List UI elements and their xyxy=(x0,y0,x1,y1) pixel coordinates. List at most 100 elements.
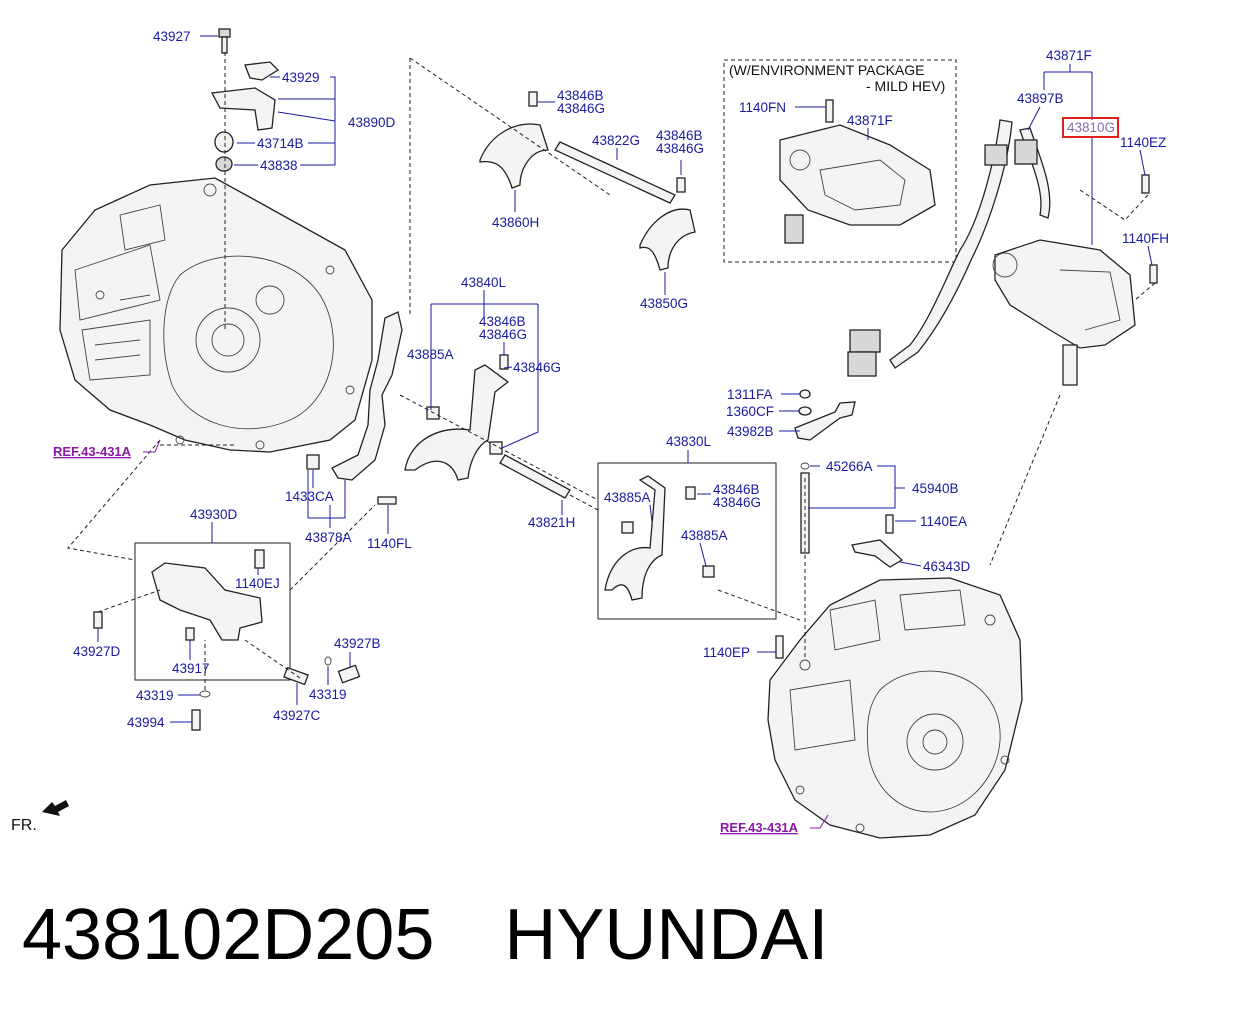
callout-43846B-3: 43846B xyxy=(479,314,526,329)
highlight-box-43810G xyxy=(1062,117,1119,138)
oring-45266A-part xyxy=(800,462,810,470)
nut-1311FA-part xyxy=(799,389,811,399)
ref-left-arrow xyxy=(143,439,161,453)
rod-43822G-part xyxy=(554,141,676,204)
callout-43930D: 43930D xyxy=(190,507,238,522)
ref-label-left[interactable]: REF.43-431A xyxy=(53,444,132,459)
actuator-43871F-inner-part xyxy=(779,99,936,244)
callout-1311FA: 1311FA xyxy=(727,387,773,402)
bracket-43982B-part xyxy=(794,401,856,441)
callout-43871F: 43871F xyxy=(1046,48,1092,63)
callout-43929: 43929 xyxy=(282,70,320,85)
fork-43830L-box xyxy=(597,462,777,620)
callout-43982B: 43982B xyxy=(727,424,774,439)
pin-43846G-part xyxy=(499,354,509,370)
actuator-43810G-part xyxy=(992,239,1136,386)
callout-46343D: 46343D xyxy=(923,559,971,574)
bolt-1140EJ-part xyxy=(254,549,265,569)
bracket-46343D-part xyxy=(851,539,904,568)
callout-1433CA: 1433CA xyxy=(285,489,334,504)
brand-name: HYUNDAI xyxy=(504,895,829,975)
pin-43846B-right-part xyxy=(676,177,686,193)
bolt-1140EZ-part xyxy=(1141,174,1150,194)
callout-1140EP: 1140EP xyxy=(703,645,750,660)
bracket-43930D-part xyxy=(151,562,263,641)
callout-43846G-4: 43846G xyxy=(513,360,561,375)
assembly-lines xyxy=(67,52,1156,690)
callout-1140EJ: 1140EJ xyxy=(235,576,280,591)
environment-package-note-line2: - MILD HEV) xyxy=(866,78,945,94)
bolt-43927D-part xyxy=(93,611,103,629)
harness-43897B-part xyxy=(847,119,1051,377)
callout-43830L: 43830L xyxy=(666,434,712,449)
callout-43994: 43994 xyxy=(127,715,165,730)
bolt-43927B-part xyxy=(337,664,361,684)
callout-labels: 43927 43929 43890D 43714B 43838 43846B 4… xyxy=(73,29,1169,730)
callout-43927C: 43927C xyxy=(273,708,321,723)
plate-43890D-part xyxy=(210,87,276,131)
bracket-43929-part xyxy=(244,61,280,81)
callout-43897B: 43897B xyxy=(1017,91,1064,106)
pin-43846B-box-part xyxy=(685,486,696,500)
callout-1140FH: 1140FH xyxy=(1122,231,1169,246)
bushing-43714B-part xyxy=(214,131,234,153)
callout-43810G: 43810G xyxy=(1067,120,1115,135)
callout-43840L: 43840L xyxy=(461,275,507,290)
callout-43860H: 43860H xyxy=(492,215,539,230)
washer-43319-left-part xyxy=(199,690,211,698)
callout-43319-2: 43319 xyxy=(309,687,347,702)
callout-43319-1: 43319 xyxy=(136,688,174,703)
callout-43878A: 43878A xyxy=(305,530,352,545)
bolt-1140FL-part xyxy=(377,496,397,505)
callout-43885A-2: 43885A xyxy=(604,490,651,505)
bolt-43927C-part xyxy=(283,666,309,686)
ref-label-right[interactable]: REF.43-431A xyxy=(720,820,799,835)
bolt-43917-part xyxy=(185,627,195,641)
callout-1140EZ: 1140EZ xyxy=(1120,135,1166,150)
callout-43927D: 43927D xyxy=(73,644,121,659)
callout-1140FL: 1140FL xyxy=(367,536,412,551)
transmission-case-left xyxy=(59,177,373,453)
ref-right-arrow xyxy=(810,814,829,829)
bolt-43927-part xyxy=(218,28,231,54)
bolt-1140EP-part xyxy=(775,635,784,659)
pin-43846B-top-part xyxy=(528,91,538,107)
washer-43319-part xyxy=(324,656,332,666)
leader-lines xyxy=(97,35,1153,723)
callout-43846B-1: 43846B xyxy=(557,88,604,103)
callout-43917: 43917 xyxy=(172,661,210,676)
part-number: 438102D205 xyxy=(22,895,435,975)
bolt-43994-part xyxy=(191,709,201,731)
environment-package-box xyxy=(723,59,957,263)
callout-43838: 43838 xyxy=(260,158,298,173)
washer-1360CF-part xyxy=(798,406,812,416)
callout-43846G-5: 43846G xyxy=(713,495,761,510)
callout-43927: 43927 xyxy=(153,29,191,44)
environment-package-note-line1: (W/ENVIRONMENT PACKAGE xyxy=(729,62,925,78)
fork-43850G-part xyxy=(639,208,696,271)
callout-43846G-1: 43846G xyxy=(557,101,605,116)
bolt-1140EA-part xyxy=(885,514,894,534)
cap-43838-part xyxy=(215,156,233,172)
bushing-43885A-box2-part xyxy=(702,565,715,578)
callout-43846B-2: 43846B xyxy=(656,128,703,143)
callout-43885A-1: 43885A xyxy=(407,347,454,362)
part-caption: 438102D205 HYUNDAI xyxy=(22,885,1222,985)
callout-43885A-3: 43885A xyxy=(681,528,728,543)
callout-43927B: 43927B xyxy=(334,636,381,651)
callout-43714B: 43714B xyxy=(257,136,304,151)
transmission-case-right xyxy=(767,577,1023,839)
callout-43846B-4: 43846B xyxy=(713,482,760,497)
front-label: FR. xyxy=(11,817,37,834)
callout-43850G: 43850G xyxy=(640,296,688,311)
fork-43830L-part xyxy=(604,475,666,601)
callout-45940B: 45940B xyxy=(912,481,959,496)
bushing-1433CA-part xyxy=(306,454,320,470)
callout-43846G-3: 43846G xyxy=(479,327,527,342)
callout-43890D: 43890D xyxy=(348,115,396,130)
callout-43822G: 43822G xyxy=(592,133,640,148)
callout-45266A: 45266A xyxy=(826,459,873,474)
fork-43860H-part xyxy=(479,123,549,189)
callout-43821H: 43821H xyxy=(528,515,575,530)
front-direction-marker: FR. xyxy=(11,800,69,834)
